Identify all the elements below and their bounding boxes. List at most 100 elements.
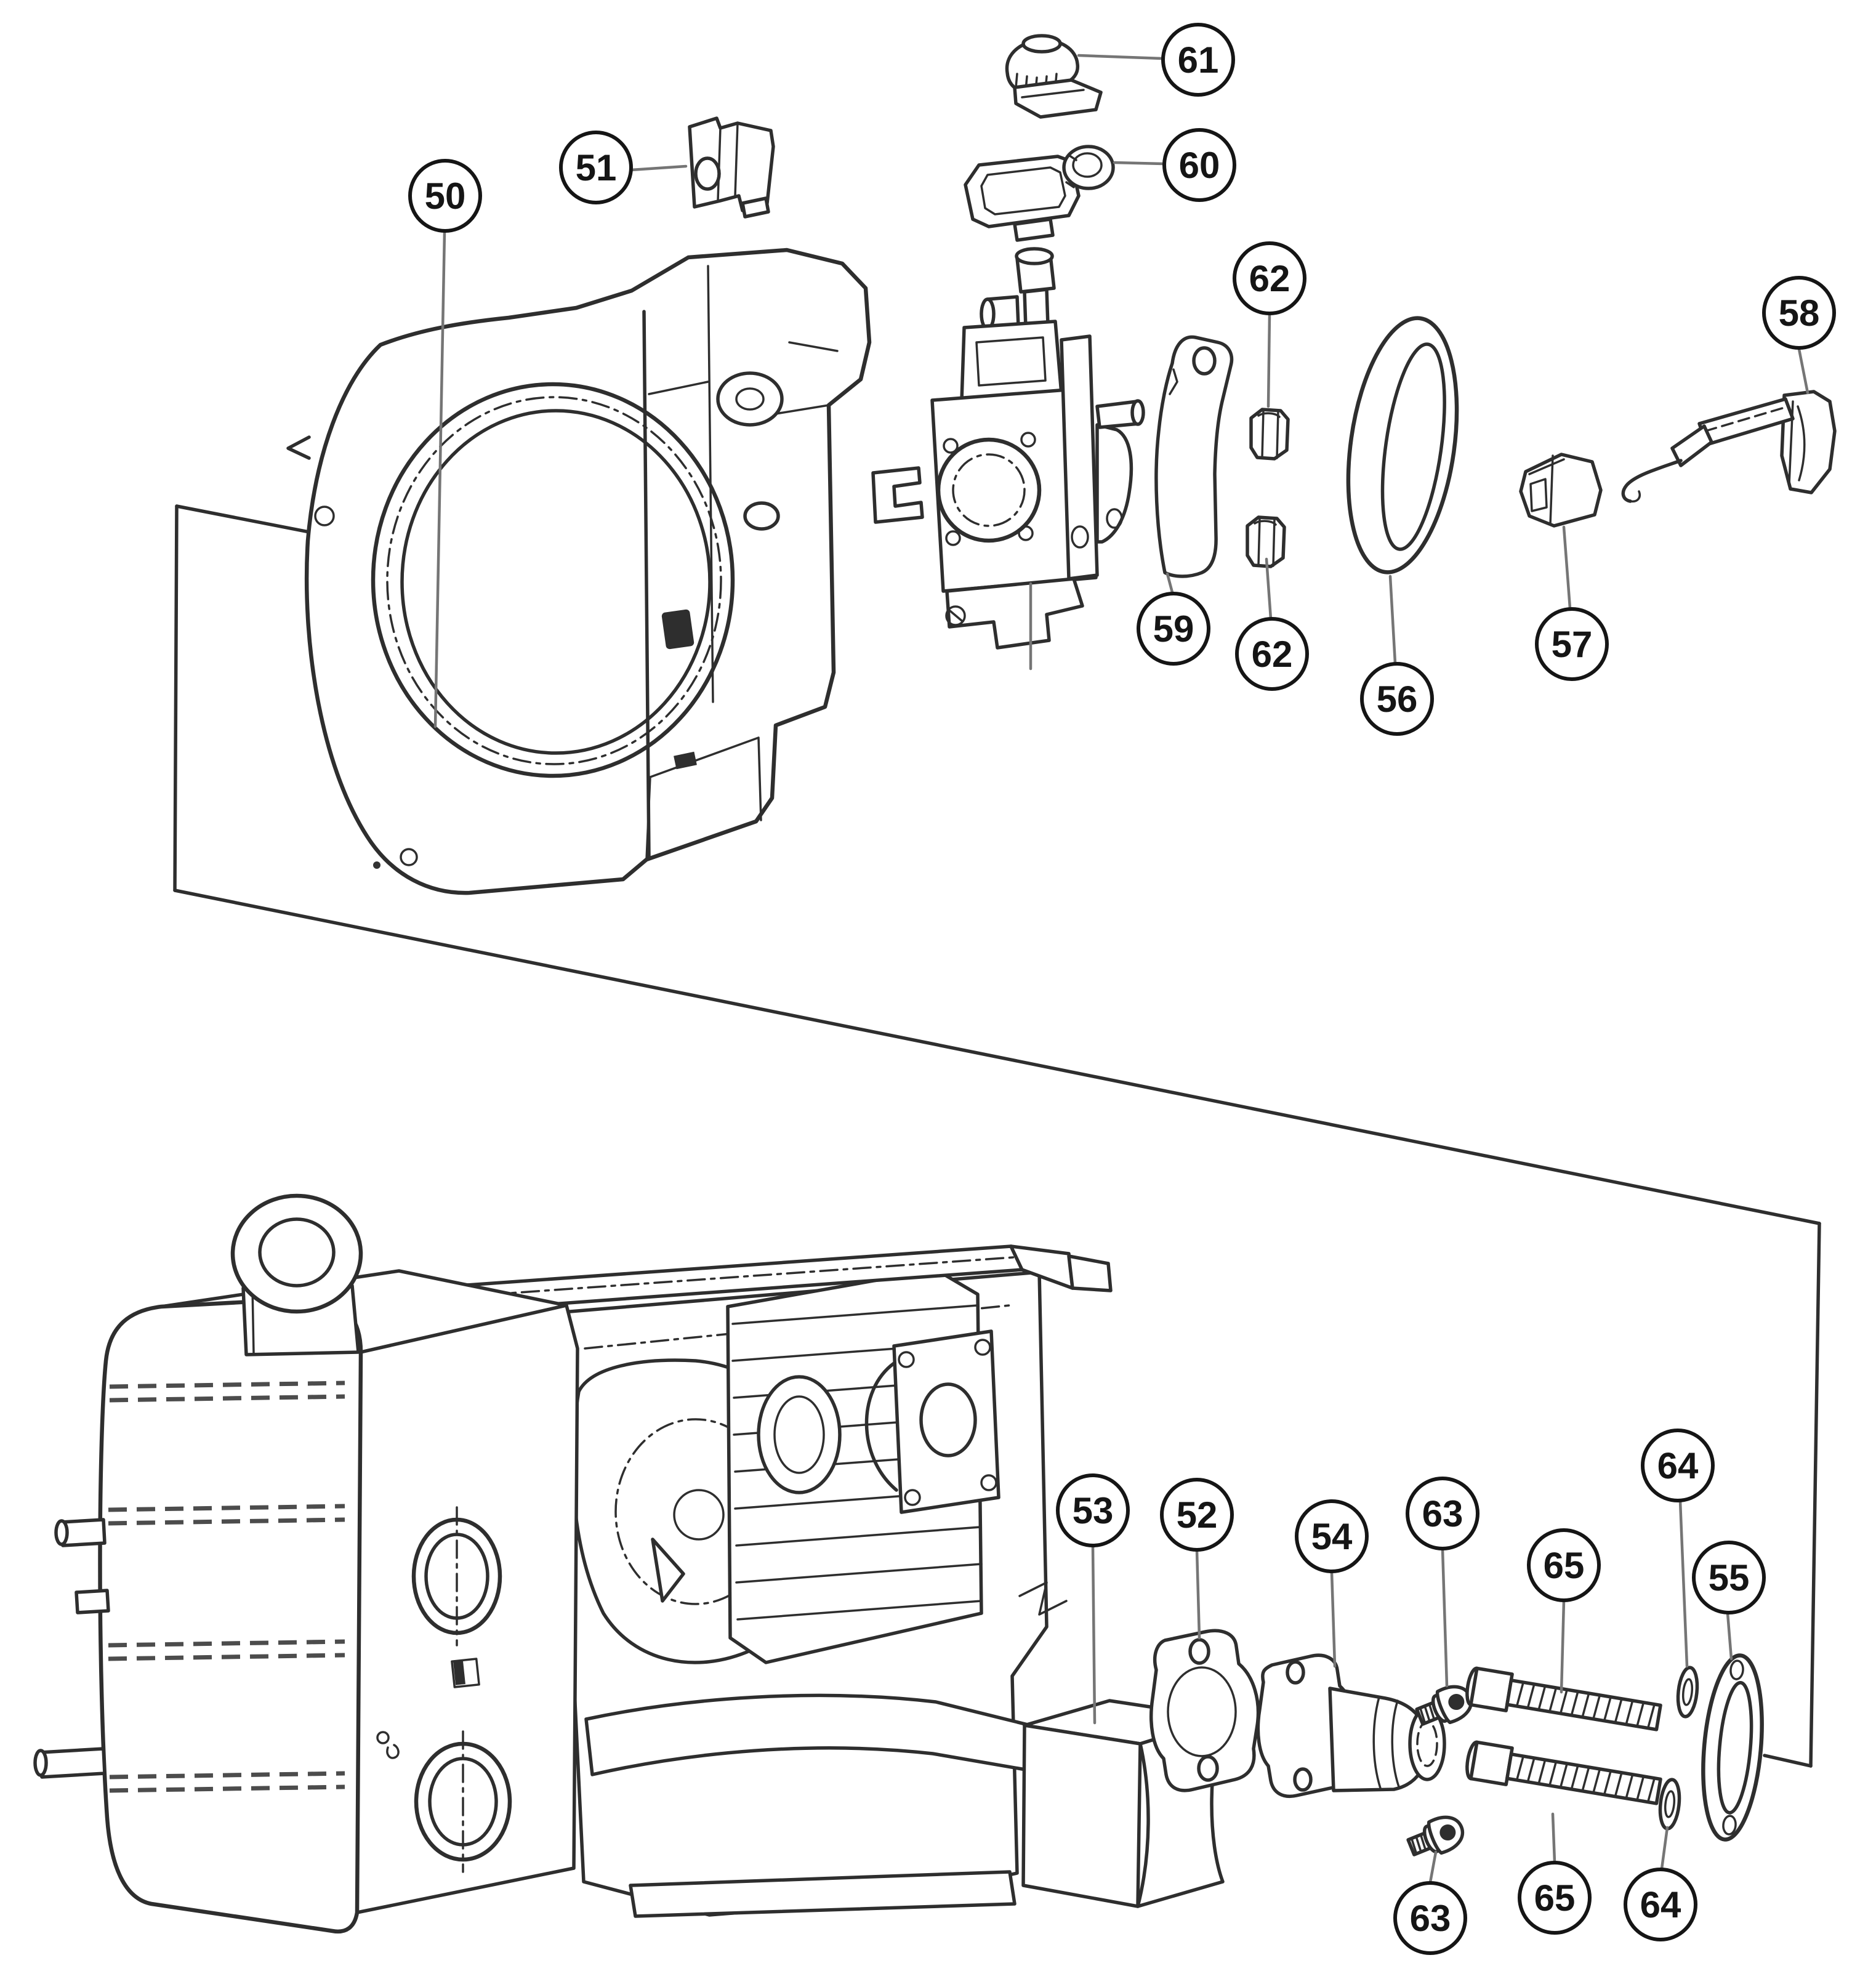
callout-number: 64 bbox=[1657, 1445, 1699, 1486]
callout-circle[interactable] bbox=[1527, 1528, 1601, 1602]
callout-number: 60 bbox=[1179, 145, 1220, 186]
callout-leader-line bbox=[1165, 572, 1174, 594]
callout-62[interactable]: 62 bbox=[1233, 241, 1306, 408]
callout-leader-line bbox=[1797, 347, 1810, 395]
callout-leader-line bbox=[1678, 1499, 1689, 1668]
callout-circle[interactable] bbox=[408, 159, 482, 233]
callout-circle[interactable] bbox=[1235, 617, 1309, 691]
flange-bolt-part bbox=[1465, 1667, 1662, 1736]
callout-63[interactable]: 63 bbox=[1393, 1850, 1467, 1955]
callout-circle[interactable] bbox=[1641, 1429, 1715, 1502]
fan-housing-part bbox=[286, 248, 924, 895]
callout-61[interactable]: 61 bbox=[1077, 23, 1235, 97]
callout-circle[interactable] bbox=[1762, 276, 1836, 350]
knob-part bbox=[1519, 453, 1603, 528]
callout-leader-line bbox=[1091, 1544, 1097, 1725]
callout-circle[interactable] bbox=[1624, 1868, 1697, 1941]
callout-number: 63 bbox=[1422, 1493, 1463, 1534]
callout-circle[interactable] bbox=[1360, 662, 1434, 736]
callout-number: 52 bbox=[1177, 1494, 1218, 1536]
clamp-bracket-part bbox=[688, 116, 775, 219]
callout-circle[interactable] bbox=[1518, 1861, 1592, 1935]
callout-circle[interactable] bbox=[559, 131, 633, 204]
callout-circle[interactable] bbox=[1393, 1881, 1467, 1955]
callout-65[interactable]: 65 bbox=[1527, 1528, 1601, 1694]
cylinder-crankcase-part bbox=[370, 1244, 1113, 1918]
callout-circle[interactable] bbox=[1137, 592, 1210, 666]
callout-leader-line bbox=[1551, 1812, 1556, 1864]
callout-59[interactable]: 59 bbox=[1137, 572, 1210, 666]
callout-circle[interactable] bbox=[1233, 241, 1306, 315]
cap-part bbox=[1005, 34, 1103, 119]
callout-circle[interactable] bbox=[1535, 607, 1609, 681]
callout-64[interactable]: 64 bbox=[1641, 1429, 1715, 1668]
callout-62[interactable]: 62 bbox=[1235, 557, 1309, 691]
callout-63[interactable]: 63 bbox=[1406, 1477, 1479, 1688]
callout-54[interactable]: 54 bbox=[1295, 1499, 1369, 1668]
carburetor-bracket-part bbox=[1154, 335, 1234, 578]
callout-leader-line bbox=[1660, 1826, 1669, 1871]
callout-number: 65 bbox=[1534, 1877, 1576, 1919]
callout-55[interactable]: 55 bbox=[1692, 1541, 1766, 1661]
callout-circle[interactable] bbox=[1692, 1541, 1766, 1614]
callout-leader-line bbox=[1195, 1549, 1201, 1640]
callout-circle[interactable] bbox=[1406, 1477, 1479, 1550]
callout-leader-line bbox=[1560, 1599, 1566, 1694]
callout-number: 59 bbox=[1153, 608, 1194, 650]
callout-leader-line bbox=[433, 230, 446, 728]
intake-gasket-part bbox=[1149, 1629, 1260, 1792]
callout-50[interactable]: 50 bbox=[408, 159, 482, 728]
callout-number: 61 bbox=[1178, 39, 1219, 81]
flange-bolt-part bbox=[1465, 1741, 1662, 1810]
callout-number: 55 bbox=[1709, 1557, 1750, 1598]
callout-leader-line bbox=[1428, 1850, 1438, 1884]
callout-leader-line bbox=[1562, 525, 1572, 610]
callout-circle[interactable] bbox=[1162, 128, 1236, 202]
callout-56[interactable]: 56 bbox=[1360, 574, 1434, 736]
muffler-part bbox=[33, 1193, 579, 1934]
callouts-layer: 50 51 61 60 62 58 59 62 56 57 53 52 54 63 65 64 55 63 65 64 bbox=[408, 23, 1836, 1955]
callout-leader-line bbox=[1726, 1611, 1733, 1661]
callout-circle[interactable] bbox=[1056, 1473, 1130, 1547]
choke-lever-part bbox=[1621, 390, 1837, 503]
ring-gasket-part bbox=[1346, 316, 1459, 574]
callout-65[interactable]: 65 bbox=[1518, 1812, 1592, 1935]
callout-leader-line bbox=[1265, 557, 1273, 621]
callout-number: 63 bbox=[1410, 1898, 1451, 1939]
callout-number: 64 bbox=[1640, 1884, 1681, 1925]
primer-bulb-part bbox=[964, 145, 1115, 242]
callout-58[interactable]: 58 bbox=[1762, 276, 1836, 395]
callout-52[interactable]: 52 bbox=[1160, 1478, 1234, 1640]
callout-leader-line bbox=[1441, 1547, 1449, 1688]
callout-51[interactable]: 51 bbox=[559, 131, 688, 204]
callout-number: 53 bbox=[1073, 1490, 1114, 1531]
callout-number: 62 bbox=[1252, 634, 1293, 675]
callout-leader-line bbox=[1330, 1570, 1337, 1668]
callout-64[interactable]: 64 bbox=[1624, 1826, 1697, 1941]
callout-number: 56 bbox=[1377, 679, 1418, 720]
callout-53[interactable]: 53 bbox=[1056, 1473, 1130, 1725]
callout-circle[interactable] bbox=[1160, 1478, 1234, 1552]
intake-boot-part bbox=[1256, 1653, 1446, 1798]
callout-leader-line bbox=[1077, 54, 1164, 60]
callout-60[interactable]: 60 bbox=[1113, 128, 1236, 202]
callout-number: 51 bbox=[576, 147, 617, 188]
callout-circle[interactable] bbox=[1295, 1499, 1369, 1573]
callout-number: 65 bbox=[1544, 1545, 1585, 1586]
callout-leader-line bbox=[1266, 313, 1271, 408]
callout-leader-line bbox=[629, 164, 688, 172]
callout-leader-line bbox=[1388, 574, 1397, 665]
callout-number: 58 bbox=[1779, 292, 1820, 334]
hex-nut-part bbox=[1251, 409, 1288, 459]
callout-number: 62 bbox=[1249, 258, 1290, 299]
callout-number: 54 bbox=[1311, 1516, 1353, 1557]
callout-57[interactable]: 57 bbox=[1535, 525, 1609, 681]
carburetor-part bbox=[930, 247, 1145, 650]
callout-circle[interactable] bbox=[1161, 23, 1235, 97]
washer-part bbox=[1676, 1667, 1699, 1718]
washer-part bbox=[1658, 1779, 1681, 1830]
callout-leader-line bbox=[1113, 161, 1165, 166]
flange-gasket-part bbox=[1701, 1653, 1764, 1842]
